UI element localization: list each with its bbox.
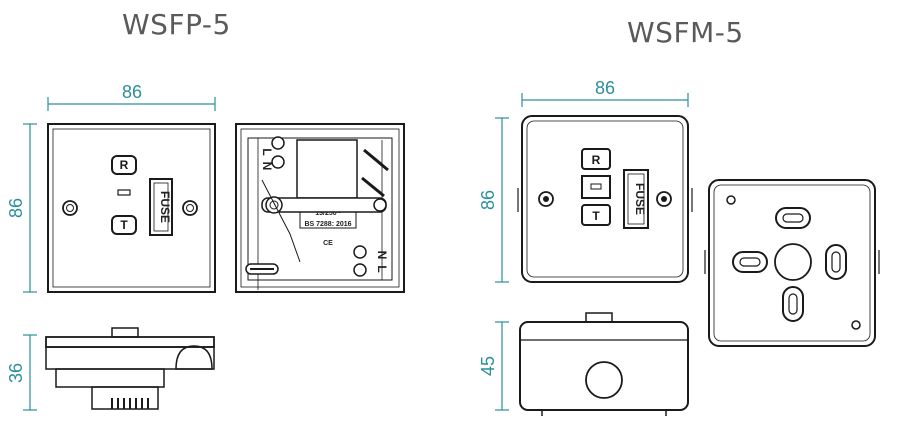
svg-text:R: R xyxy=(120,158,129,172)
terminal-l-bottom: L xyxy=(375,265,389,272)
svg-text:R: R xyxy=(592,153,601,167)
dim-right-height: 86 xyxy=(478,190,498,210)
title-wsfp5: WSFP-5 xyxy=(122,8,231,41)
ce-mark: CE xyxy=(323,240,333,247)
title-wsfm5: WSFM-5 xyxy=(627,16,744,49)
terminal-n-top: N xyxy=(260,162,274,171)
dim-right-depth: 45 xyxy=(478,356,498,376)
wsfp5-side-view: 36 xyxy=(6,327,215,411)
rating-text: 13/250~ xyxy=(315,210,341,217)
dim-left-depth: 36 xyxy=(6,363,26,383)
wsfp5-front-view: 86 86 R T FUSE xyxy=(6,82,216,293)
dim-left-width: 86 xyxy=(122,82,142,102)
fuse-label-left: FUSE xyxy=(158,191,172,223)
wsfm5-side-view: 45 xyxy=(478,312,689,416)
terminal-l-top: L xyxy=(260,148,274,155)
wsfm5-front-view: 86 86 R T FUSE xyxy=(478,78,693,283)
svg-text:T: T xyxy=(120,218,128,232)
fuse-label-right: FUSE xyxy=(633,183,647,215)
dim-left-height: 86 xyxy=(6,198,26,218)
wsfm5-back-view xyxy=(704,179,880,347)
wsfp5-back-view: L N 13/250~ BS 7288: 2016 CE N L xyxy=(235,123,405,293)
standard-text: BS 7288: 2016 xyxy=(304,221,351,228)
terminal-n-bottom: N xyxy=(375,251,389,260)
dim-right-width: 86 xyxy=(595,78,615,98)
svg-text:T: T xyxy=(592,209,600,223)
